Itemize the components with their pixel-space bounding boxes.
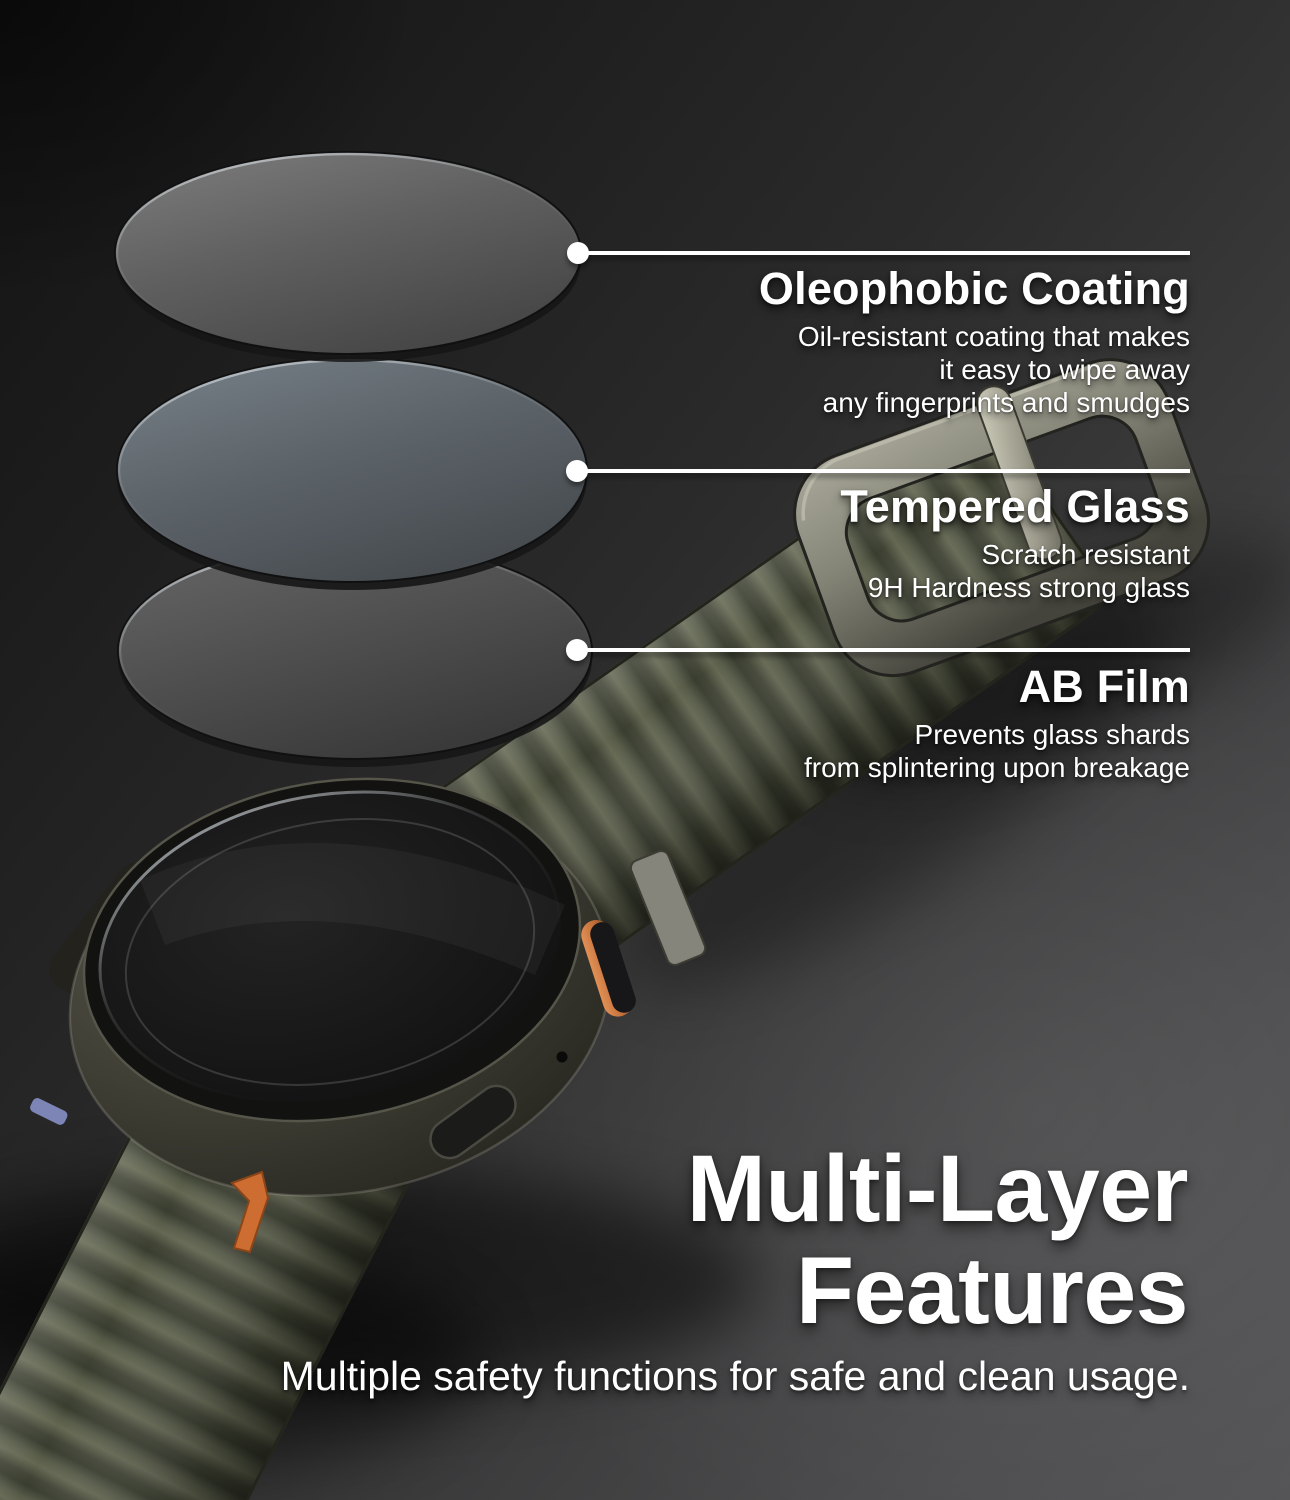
blue-clip-accent [30, 1098, 68, 1125]
tempered-glass-layer [116, 357, 588, 590]
leader-dot-abfilm [566, 639, 588, 661]
side-button [429, 1084, 517, 1160]
callout-title: AB Film [1018, 661, 1190, 712]
callout-line: Prevents glass shards [914, 719, 1190, 750]
callout-line: from splintering upon breakage [803, 752, 1190, 783]
page-title-line2: Features [795, 1238, 1189, 1344]
callout-title: Oleophobic Coating [758, 263, 1190, 314]
callout-line: Scratch resistant [981, 539, 1190, 570]
watch-screen [100, 791, 560, 1103]
screen-sheen [140, 842, 565, 975]
watch [30, 777, 707, 1254]
callout-oleophobic-coating: Oleophobic Coating Oil-resistant coating… [759, 264, 1190, 419]
screen-protector-edge [124, 818, 536, 1086]
orange-clip-accent [230, 1170, 270, 1254]
callout-tempered-glass: Tempered Glass Scratch resistant 9H Hard… [840, 482, 1190, 604]
page-title-line1: Multi-Layer [686, 1136, 1189, 1242]
mic-hole [556, 1051, 568, 1063]
callout-line: any fingerprints and smudges [822, 387, 1190, 418]
callout-ab-film: AB Film Prevents glass shards from splin… [804, 662, 1190, 784]
band-connector-tab [629, 849, 707, 967]
callout-line: Oil-resistant coating that makes [797, 321, 1190, 352]
leader-lines [566, 242, 1190, 661]
ab-film-layer [117, 542, 593, 767]
crown-button [581, 920, 636, 1017]
leader-dot-oleophobic [567, 242, 589, 264]
callout-line: it easy to wipe away [939, 354, 1190, 385]
page-title: Multi-Layer Features [686, 1136, 1189, 1344]
leader-dot-tempered [566, 460, 588, 482]
page-tagline: Multiple safety functions for safe and c… [280, 1353, 1190, 1399]
callout-title: Tempered Glass [840, 481, 1190, 532]
oleophobic-coating-layer [114, 151, 582, 362]
callout-line: 9H Hardness strong glass [867, 572, 1190, 603]
